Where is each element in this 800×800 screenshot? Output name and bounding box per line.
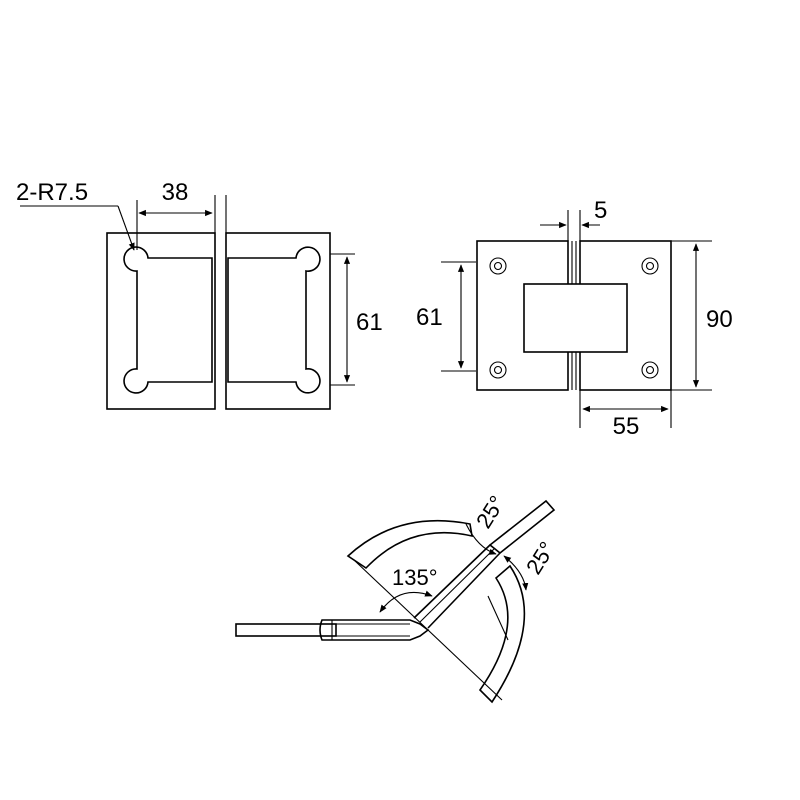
upper-swing-arc bbox=[346, 519, 473, 570]
lower-tolerance-label: 25° bbox=[521, 537, 560, 578]
swing-panel bbox=[489, 499, 556, 554]
screw-holes bbox=[489, 257, 659, 379]
front-height-label: 61 bbox=[356, 309, 383, 336]
upper-tolerance-label: 25° bbox=[471, 491, 510, 532]
left-cutout bbox=[123, 246, 213, 394]
inner-height-label: 61 bbox=[416, 304, 443, 331]
radius-leader bbox=[117, 205, 135, 251]
open-angle-arrow bbox=[379, 590, 433, 613]
front-width-label: 38 bbox=[162, 179, 189, 206]
swing-view: 135° 25° 25° bbox=[235, 491, 560, 704]
side-view: 5 61 90 55 bbox=[416, 197, 733, 440]
open-angle-label: 135° bbox=[392, 565, 438, 590]
left-plate bbox=[106, 232, 216, 410]
gap-label: 5 bbox=[594, 197, 607, 224]
outer-height-label: 90 bbox=[706, 306, 733, 333]
side-width-label: 55 bbox=[613, 413, 640, 440]
front-view: 38 2-R7.5 61 bbox=[16, 179, 383, 410]
radius-label: 2-R7.5 bbox=[16, 179, 88, 206]
right-plate bbox=[225, 232, 331, 410]
fixed-panel bbox=[235, 623, 337, 637]
right-cutout bbox=[227, 246, 321, 394]
lower-swing-arc bbox=[478, 564, 526, 704]
center-block bbox=[523, 283, 628, 353]
